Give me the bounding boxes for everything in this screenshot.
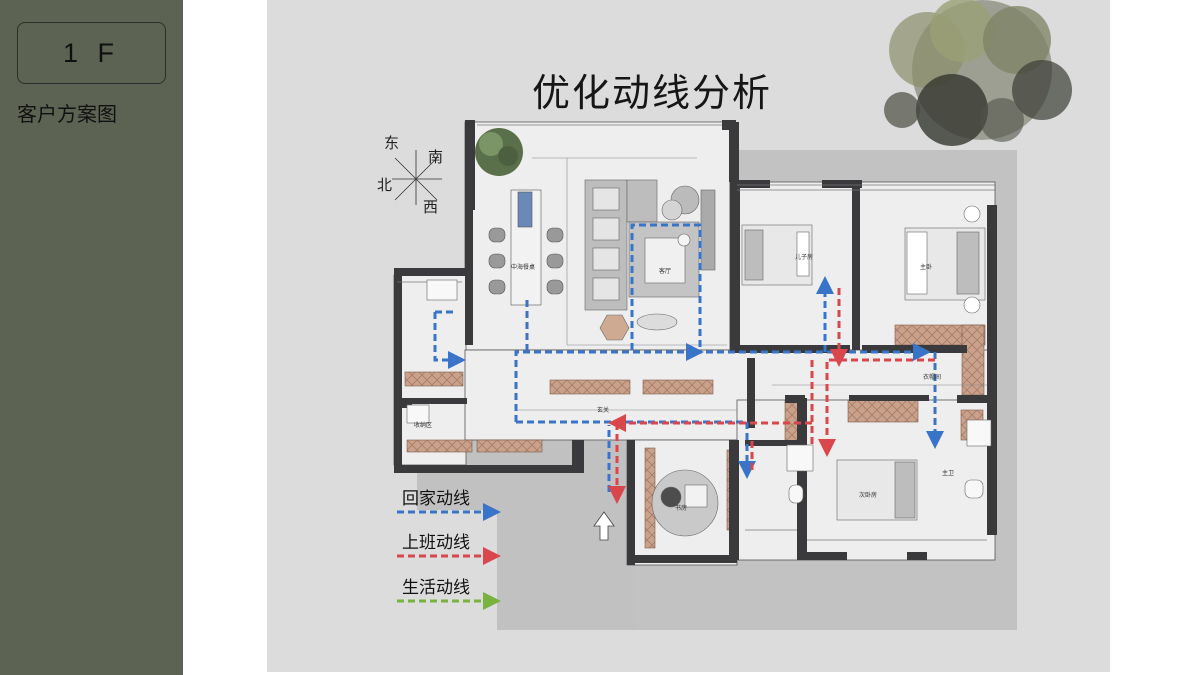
plant bbox=[475, 128, 523, 176]
room-label-cloakroom: 衣帽间 bbox=[923, 374, 942, 381]
room-label-dining: 中海餐桌 bbox=[511, 264, 536, 271]
guest-bed bbox=[836, 459, 918, 521]
kids-bed bbox=[741, 224, 813, 286]
bathroom-fixtures bbox=[406, 279, 992, 504]
compass-rose bbox=[392, 150, 442, 205]
plan-title: 优化动线分析 bbox=[532, 71, 773, 115]
route-work bbox=[608, 288, 935, 504]
legend-label-home: 回家动线 bbox=[402, 489, 470, 509]
entrance-arrow bbox=[593, 511, 615, 541]
legend-label-life: 生活动线 bbox=[402, 578, 470, 598]
room-label-kids: 儿子房 bbox=[795, 254, 814, 261]
tree-foliage bbox=[884, 0, 1072, 146]
room-label-living: 客厅 bbox=[659, 268, 672, 275]
living-furniture bbox=[584, 179, 716, 341]
room-label-master-bath: 主卫 bbox=[942, 470, 955, 477]
route-home bbox=[433, 223, 944, 492]
room-label-storage: 收纳区 bbox=[414, 422, 433, 429]
sidebar: 1 F 客户方案图 bbox=[0, 0, 183, 675]
compass-west: 西 bbox=[423, 198, 439, 216]
legend-label-work: 上班动线 bbox=[402, 533, 470, 553]
floor-plan-drawing bbox=[392, 0, 1072, 630]
room-label-master: 主卧 bbox=[920, 264, 933, 271]
compass-east: 东 bbox=[384, 134, 400, 152]
room-label-guest: 次卧房 bbox=[859, 492, 878, 499]
master-bed bbox=[904, 205, 986, 314]
floor-badge[interactable]: 1 F bbox=[17, 22, 166, 84]
sidebar-title: 客户方案图 bbox=[17, 102, 117, 126]
compass-north: 北 bbox=[377, 176, 393, 194]
legend-arrows bbox=[397, 503, 501, 610]
room-label-entry: 玄关 bbox=[597, 407, 610, 414]
floor-label: 1 F bbox=[62, 37, 120, 68]
room-label-study: 书房 bbox=[675, 505, 688, 512]
compass-south: 南 bbox=[428, 148, 444, 166]
floor-plan-panel: 优化动线分析 东 南 北 西 中海餐桌 客厅 儿子房 主卧 衣帽间 收纳区 玄关… bbox=[267, 0, 1110, 672]
dining-table bbox=[488, 189, 564, 306]
study-furniture bbox=[651, 469, 719, 537]
